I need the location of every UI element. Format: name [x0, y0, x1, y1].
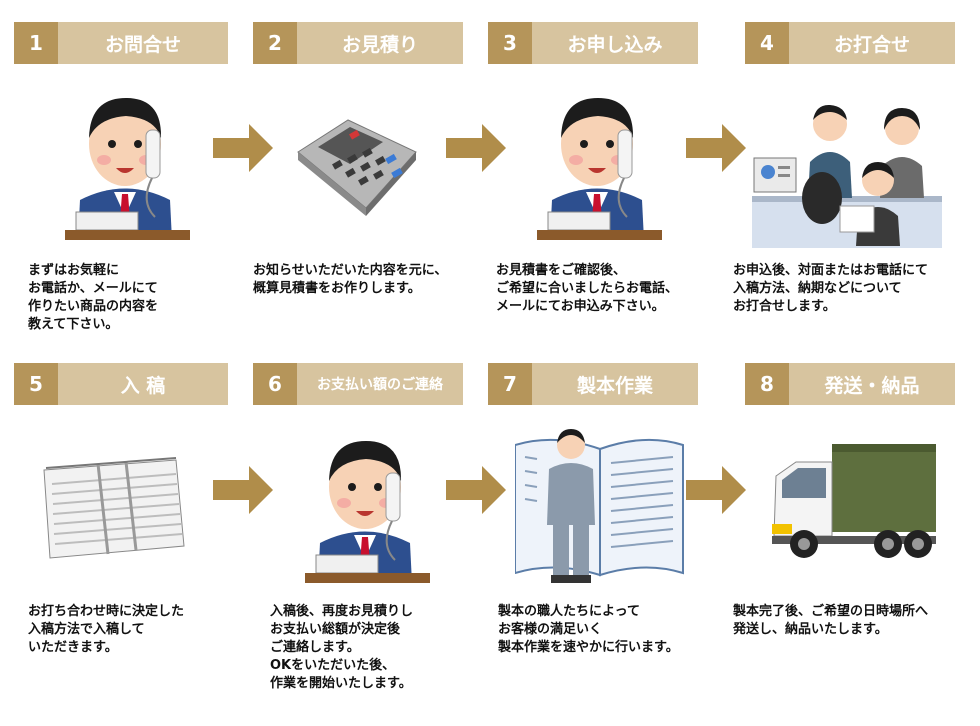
- step-2-header: 2 お見積り: [253, 22, 463, 64]
- step-5-description: お打ち合わせ時に決定した入稿方法で入稿していただきます。: [28, 604, 185, 655]
- step-title: 入 稿: [58, 363, 228, 405]
- step-title: お申し込み: [532, 22, 698, 64]
- delivery-truck-icon: [772, 444, 936, 558]
- bookbinder-icon: [515, 429, 684, 583]
- step-4-header: 4 お打合せ: [745, 22, 955, 64]
- step-8-header: 8 発送・納品: [745, 363, 955, 405]
- paper-stack-icon: [43, 457, 185, 559]
- step-number: 7: [488, 363, 532, 405]
- next-arrow-icon: [686, 466, 746, 514]
- step-4-description: お申込後、対面またはお電話にて入稿方法、納期などについてお打合せします。: [733, 263, 929, 314]
- step-6-description: 入稿後、再度お見積りしお支払い総額が決定後ご連絡します。OKをいただいた後、作業…: [270, 604, 414, 691]
- step-title: 発送・納品: [789, 363, 955, 405]
- man-on-phone-icon: [65, 98, 190, 240]
- next-arrow-icon: [686, 124, 746, 172]
- next-arrow-icon: [446, 124, 506, 172]
- next-arrow-icon: [213, 124, 273, 172]
- step-title: 製本作業: [532, 363, 698, 405]
- step-number: 1: [14, 22, 58, 64]
- step-7-description: 製本の職人たちによってお客様の満足いく製本作業を速やかに行います。: [498, 604, 679, 655]
- step-3-description: お見積書をご確認後、ご希望に合いましたらお電話、メールにてお申込み下さい。: [496, 263, 679, 314]
- step-1-description: まずはお気軽にお電話か、メールにて作りたい商品の内容を教えて下さい。: [28, 263, 159, 332]
- step-number: 2: [253, 22, 297, 64]
- step-title: お問合せ: [58, 22, 228, 64]
- step-number: 5: [14, 363, 58, 405]
- step-3-header: 3 お申し込み: [488, 22, 698, 64]
- step-number: 4: [745, 22, 789, 64]
- next-arrow-icon: [446, 466, 506, 514]
- step-5-header: 5 入 稿: [14, 363, 228, 405]
- step-number: 6: [253, 363, 297, 405]
- step-title: お見積り: [297, 22, 463, 64]
- next-arrow-icon: [213, 466, 273, 514]
- man-on-phone-icon: [305, 441, 430, 583]
- man-on-phone-icon: [537, 98, 662, 240]
- step-6-header: 6 お支払い額のご連絡: [253, 363, 463, 405]
- step-title: お支払い額のご連絡: [297, 363, 463, 405]
- step-number: 8: [745, 363, 789, 405]
- calculator-icon: [297, 119, 417, 216]
- step-8-description: 製本完了後、ご希望の日時場所へ発送し、納品いたします。: [733, 604, 929, 637]
- step-1-header: 1 お問合せ: [14, 22, 228, 64]
- step-title: お打合せ: [789, 22, 955, 64]
- step-number: 3: [488, 22, 532, 64]
- step-2-description: お知らせいただいた内容を元に、概算見積書をお作りします。: [253, 263, 448, 296]
- business-meeting-icon: [752, 104, 942, 248]
- step-7-header: 7 製本作業: [488, 363, 698, 405]
